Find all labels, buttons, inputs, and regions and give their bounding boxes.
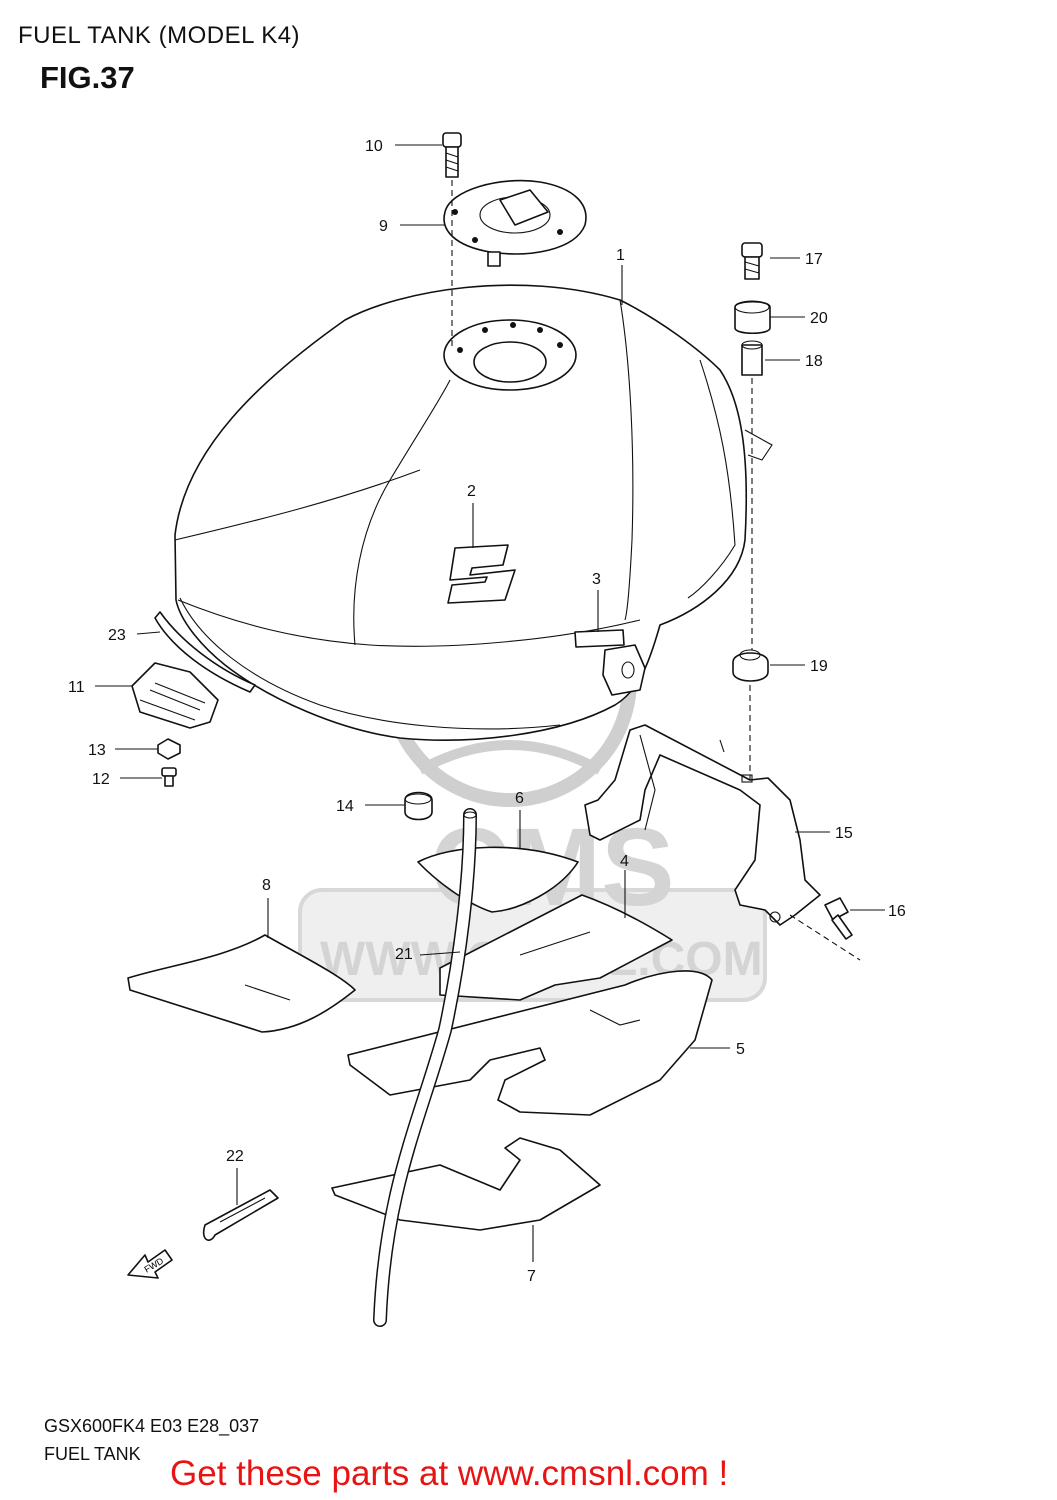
- callout-6: 6: [515, 790, 524, 807]
- insulation-pad-8[interactable]: [127, 934, 356, 1033]
- callout-11: 11: [68, 679, 85, 696]
- hose-clamp[interactable]: [202, 1189, 279, 1241]
- parts-shop-link[interactable]: Get these parts at www.cmsnl.com !: [170, 1454, 729, 1493]
- rubber-damper[interactable]: [404, 791, 433, 821]
- callout-12: 12: [92, 771, 110, 788]
- tank-emblem[interactable]: [447, 544, 516, 604]
- heat-shield-4[interactable]: [439, 894, 673, 1001]
- callout-4: 4: [620, 853, 629, 870]
- callout-18: 18: [805, 353, 823, 370]
- callout-15: 15: [835, 825, 853, 842]
- callout-20: 20: [810, 310, 828, 327]
- mount-cushion[interactable]: [734, 300, 771, 335]
- section-name: FUEL TANK: [44, 1444, 141, 1464]
- callout-1: 1: [616, 247, 625, 264]
- callout-8: 8: [262, 877, 271, 894]
- callout-14: 14: [336, 798, 354, 815]
- forward-direction-arrow: FWD: [127, 1249, 173, 1279]
- cushion-screw[interactable]: [161, 767, 177, 787]
- rear-mount-bolt[interactable]: [741, 242, 763, 280]
- callout-16: 16: [888, 903, 906, 920]
- callout-2: 2: [467, 483, 476, 500]
- mount-collar[interactable]: [741, 340, 763, 376]
- heat-shield-5[interactable]: [347, 970, 713, 1116]
- cushion-nut[interactable]: [157, 738, 181, 760]
- callout-7: 7: [527, 1268, 536, 1285]
- callout-21: 21: [395, 946, 413, 963]
- callout-9: 9: [379, 218, 388, 235]
- cap-bolt[interactable]: [442, 132, 462, 178]
- insulation-pad-7[interactable]: [331, 1137, 601, 1231]
- figure-number: FIG.37: [40, 60, 135, 95]
- callout-labels: 10 9 1 17 20 18 2 3 23 11 13 12 19 14 6 …: [68, 138, 906, 1285]
- callout-5: 5: [736, 1041, 745, 1058]
- callout-23: 23: [108, 627, 126, 644]
- model-code: GSX600FK4 E03 E28_037: [44, 1416, 260, 1436]
- breather-hose[interactable]: [373, 808, 477, 1327]
- diagram-title: FUEL TANK (MODEL K4): [18, 22, 301, 49]
- callout-10: 10: [365, 138, 383, 155]
- callout-3: 3: [592, 571, 601, 588]
- callout-22: 22: [226, 1148, 244, 1165]
- callout-17: 17: [805, 251, 823, 268]
- rubber-grommet[interactable]: [732, 649, 769, 682]
- fuel-filler-cap[interactable]: [443, 179, 587, 267]
- callout-19: 19: [810, 658, 828, 675]
- bracket-bolt[interactable]: [824, 897, 853, 940]
- fuel-tank-body[interactable]: [174, 284, 773, 741]
- tank-label[interactable]: [574, 629, 625, 648]
- callout-13: 13: [88, 742, 106, 759]
- tank-bracket[interactable]: [584, 724, 821, 926]
- tank-cushion[interactable]: [131, 662, 219, 729]
- tank-trim-strip[interactable]: [154, 611, 256, 693]
